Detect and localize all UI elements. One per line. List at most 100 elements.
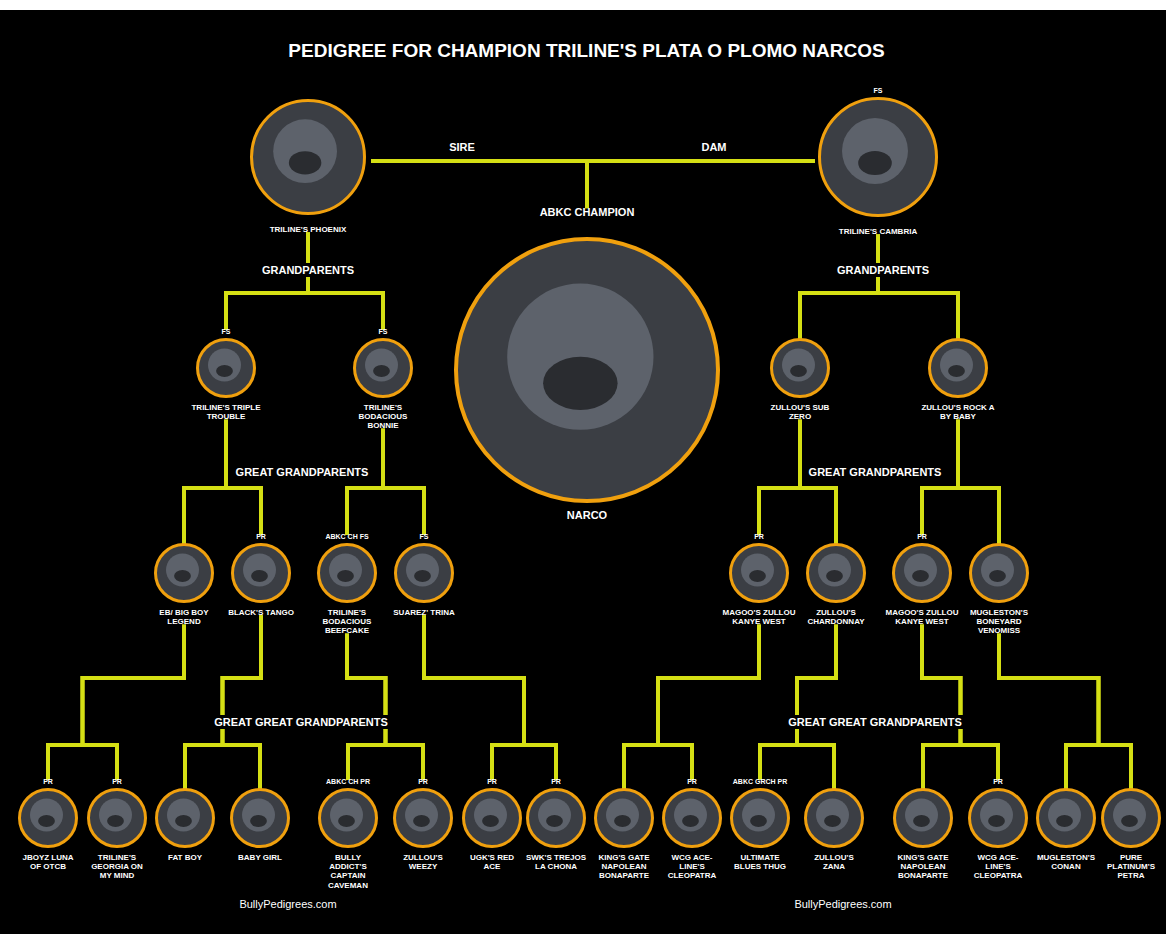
lineage-connector (878, 236, 958, 338)
dog-name: ZULLOU'S SUB ZERO (760, 403, 840, 421)
ancestor-portrait: PRJBOYZ LUNA OF OTCB (17, 778, 79, 871)
portrait-circle (969, 543, 1029, 603)
ancestor-portrait: PR TRILINE'S GEORGIA ON MY MIND (86, 778, 148, 881)
portrait-circle (770, 338, 830, 398)
portrait-circle (892, 543, 952, 603)
dog-name: MAGOO'S ZULLOU KANYE WEST (884, 608, 960, 626)
dog-name: ZULLOU'S WEEZY (392, 853, 454, 871)
lineage-connector (308, 234, 383, 328)
dog-name: BABY GIRL (229, 853, 291, 862)
lineage-connector (184, 421, 226, 543)
portrait-circle (155, 788, 215, 848)
lineage-connector (424, 617, 556, 778)
ancestor-portrait: PRBLACK'S TANGO (223, 533, 299, 617)
title-heading: FS (343, 328, 423, 336)
generation-label: DAM (698, 140, 729, 154)
title-heading: PR (392, 778, 454, 786)
lineage-connector (624, 626, 759, 788)
dog-name: WCG ACE-LINE'S CLEOPATRA (967, 853, 1029, 881)
site-watermark: BullyPedigrees.com (236, 897, 339, 911)
portrait-circle (18, 788, 78, 848)
lineage-connector (658, 626, 759, 778)
dog-name: MUGLESTON'S BONEYARD VENOMISS (961, 608, 1037, 636)
dog-name: FAT BOY (154, 853, 216, 862)
lineage-connector (373, 161, 587, 206)
lineage-connector (922, 626, 998, 778)
dog-name: TRILINE'S BODACIOUS BONNIE (343, 403, 423, 431)
portrait-circle (893, 788, 953, 848)
ancestor-portrait: KING'S GATE NAPOLEAN BONAPARTE (593, 788, 655, 881)
ancestor-portrait: ZULLOU'S ZANA (803, 788, 865, 871)
dog-name: JBOYZ LUNA OF OTCB (17, 853, 79, 871)
lineage-connector (800, 236, 878, 338)
portrait-circle (353, 338, 413, 398)
generation-label: GREAT GRANDPARENTS (233, 465, 372, 479)
ancestor-portrait: EB/ BIG BOY LEGEND (146, 543, 222, 626)
portrait-circle (1101, 788, 1161, 848)
ancestor-portrait: ABKC GRCH PRULTIMATE BLUES THUG (729, 778, 791, 871)
dog-name: ZULLOU'S ROCK A BY BABY (918, 403, 998, 421)
title-heading: ABKC GRCH PR (729, 778, 791, 786)
ancestor-portrait: PR ZULLOU'S WEEZY (392, 778, 454, 871)
ancestor-portrait: KING'S GATE NAPOLEAN BONAPARTE (892, 788, 954, 881)
title-heading: PR (223, 533, 299, 541)
dog-name: PURE PLATINUM'S PETRA (1100, 853, 1162, 881)
generation-label: GRANDPARENTS (259, 263, 357, 277)
ancestor-portrait: ZULLOU'S CHARDONNAY (798, 543, 874, 626)
lineage-connector (185, 617, 261, 788)
lineage-connector (48, 626, 184, 778)
dog-name: WCG ACE-LINE'S CLEOPATRA (661, 853, 723, 881)
dog-name: TRILINE'S TRIPLE TROUBLE (186, 403, 266, 421)
ancestor-portrait: PRUGK'S RED ACE (461, 778, 523, 871)
portrait-circle (393, 788, 453, 848)
lineage-connector (223, 617, 262, 788)
portrait-circle (729, 543, 789, 603)
portrait-circle (250, 99, 366, 215)
champion-portrait: ABKC CHAMPIONNARCO (447, 206, 727, 521)
portrait-circle (594, 788, 654, 848)
dog-name: ZULLOU'S CHARDONNAY (798, 608, 874, 626)
generation-label: GREAT GRANDPARENTS (806, 465, 945, 479)
title-heading: PR (661, 778, 723, 786)
dog-name: MAGOO'S ZULLOU KANYE WEST (721, 608, 797, 626)
dog-name: KING'S GATE NAPOLEAN BONAPARTE (593, 853, 655, 881)
portrait-circle (818, 97, 938, 217)
title-heading: FS (186, 328, 266, 336)
portrait-circle (317, 543, 377, 603)
portrait-circle (662, 788, 722, 848)
ancestor-portrait: PR SWK'S TREJOS LA CHONA (525, 778, 587, 871)
title-heading: ABKC CH FS (309, 533, 385, 541)
dog-name: TRILINE'S GEORGIA ON MY MIND (86, 853, 148, 881)
ancestor-portrait: FAT BOY (154, 788, 216, 862)
diagram-title: PEDIGREE FOR CHAMPION TRILINE'S PLATA O … (0, 40, 1173, 62)
ancestor-portrait: PRMAGOO'S ZULLOU KANYE WEST (884, 533, 960, 626)
portrait-circle (231, 543, 291, 603)
title-heading: PR (721, 533, 797, 541)
ancestor-portrait: ABKC CH PRBULLY ADDICT'S CAPTAIN CAVEMAN (317, 778, 379, 890)
dog-name: TRILINE'S CAMBRIA (813, 227, 943, 236)
dog-name: SWK'S TREJOS LA CHONA (525, 853, 587, 871)
portrait-circle (87, 788, 147, 848)
portrait-circle (1036, 788, 1096, 848)
lineage-connector (958, 421, 999, 543)
site-watermark: BullyPedigrees.com (791, 897, 894, 911)
portrait-circle (230, 788, 290, 848)
ancestor-portrait: ABKC CH FS TRILINE'S BODACIOUS BEEFCAKE (309, 533, 385, 636)
portrait-circle (462, 788, 522, 848)
lineage-connector (797, 626, 836, 788)
lineage-connector (383, 431, 424, 533)
title-heading: PR (86, 778, 148, 786)
lineage-connector (347, 636, 423, 778)
ancestor-portrait: TRILINE'S PHOENIX (243, 99, 373, 234)
ancestor-portrait: FS TRILINE'S CAMBRIA (813, 87, 943, 236)
top-margin (0, 0, 1173, 10)
ancestor-portrait: MUGLESTON'S BONEYARD VENOMISS (961, 543, 1037, 636)
title-heading: PR (525, 778, 587, 786)
title-heading: FS (813, 87, 943, 95)
dog-name: BULLY ADDICT'S CAPTAIN CAVEMAN (317, 853, 379, 890)
lineage-connector (347, 636, 386, 778)
title-heading: FS (386, 533, 462, 541)
ancestor-portrait: PURE PLATINUM'S PETRA (1100, 788, 1162, 881)
dog-name: TRILINE'S BODACIOUS BEEFCAKE (309, 608, 385, 636)
